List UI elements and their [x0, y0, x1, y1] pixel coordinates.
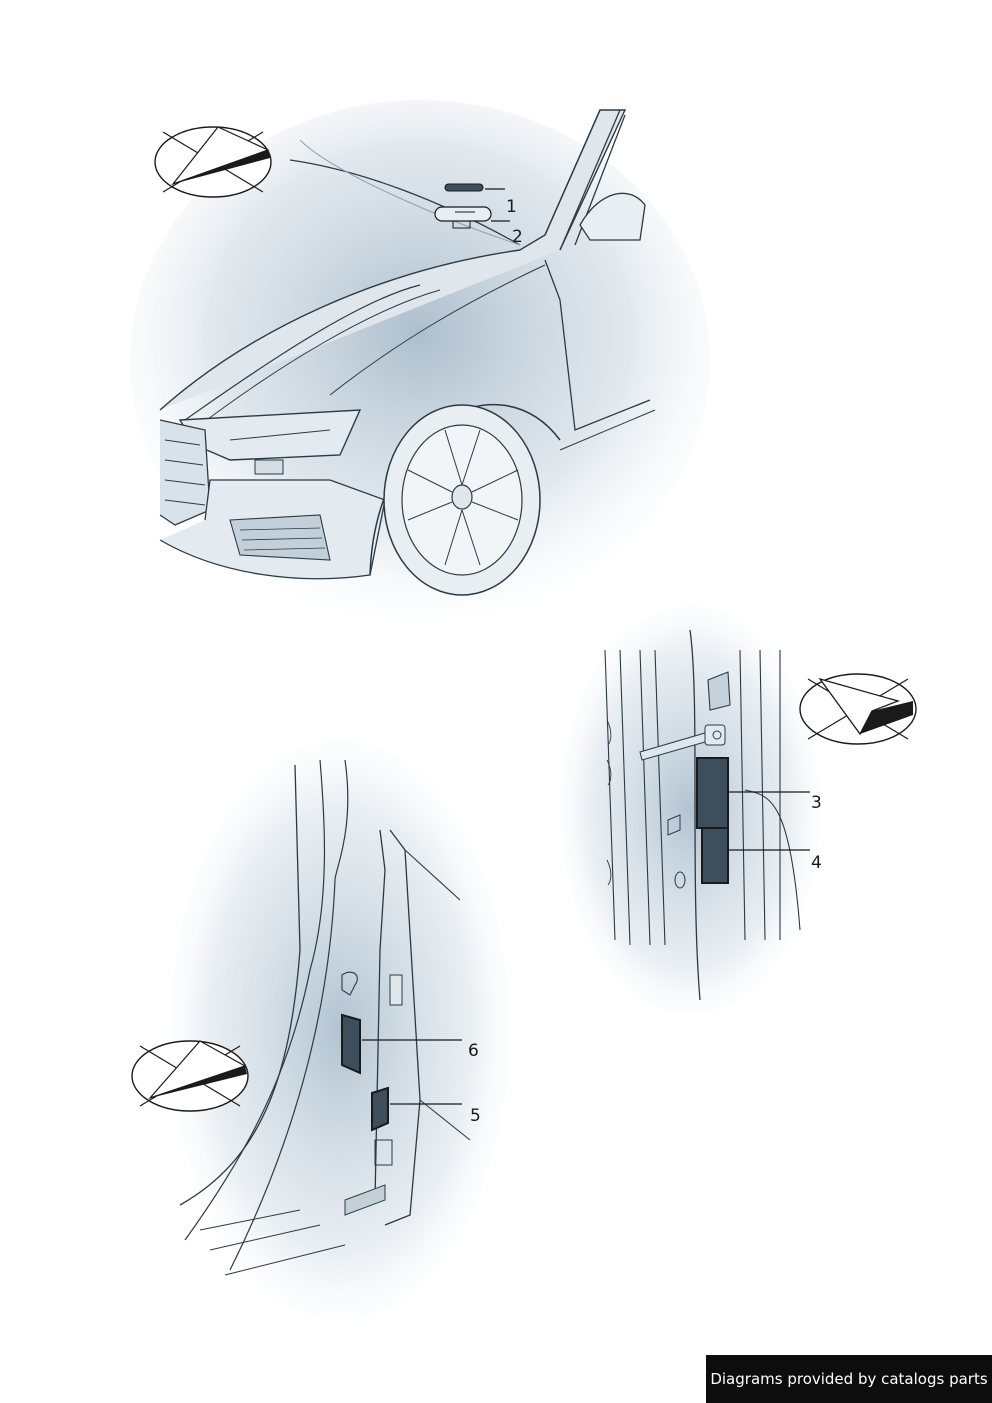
callout-1: 1: [506, 197, 517, 217]
direction-compass-icon: [799, 673, 917, 745]
callout-3: 3: [811, 793, 822, 813]
callout-4: 4: [811, 853, 822, 873]
direction-compass-icon: [154, 126, 272, 198]
front-car-view: [130, 100, 710, 620]
callout-6: 6: [468, 1041, 479, 1061]
b-pillar-view: [560, 605, 820, 1015]
callout-2: 2: [512, 227, 523, 247]
callout-5: 5: [470, 1106, 481, 1126]
credit-banner: Diagrams provided by catalogs parts: [706, 1355, 992, 1403]
a-pillar-sill-view: [170, 740, 510, 1320]
direction-compass-icon: [131, 1040, 249, 1112]
